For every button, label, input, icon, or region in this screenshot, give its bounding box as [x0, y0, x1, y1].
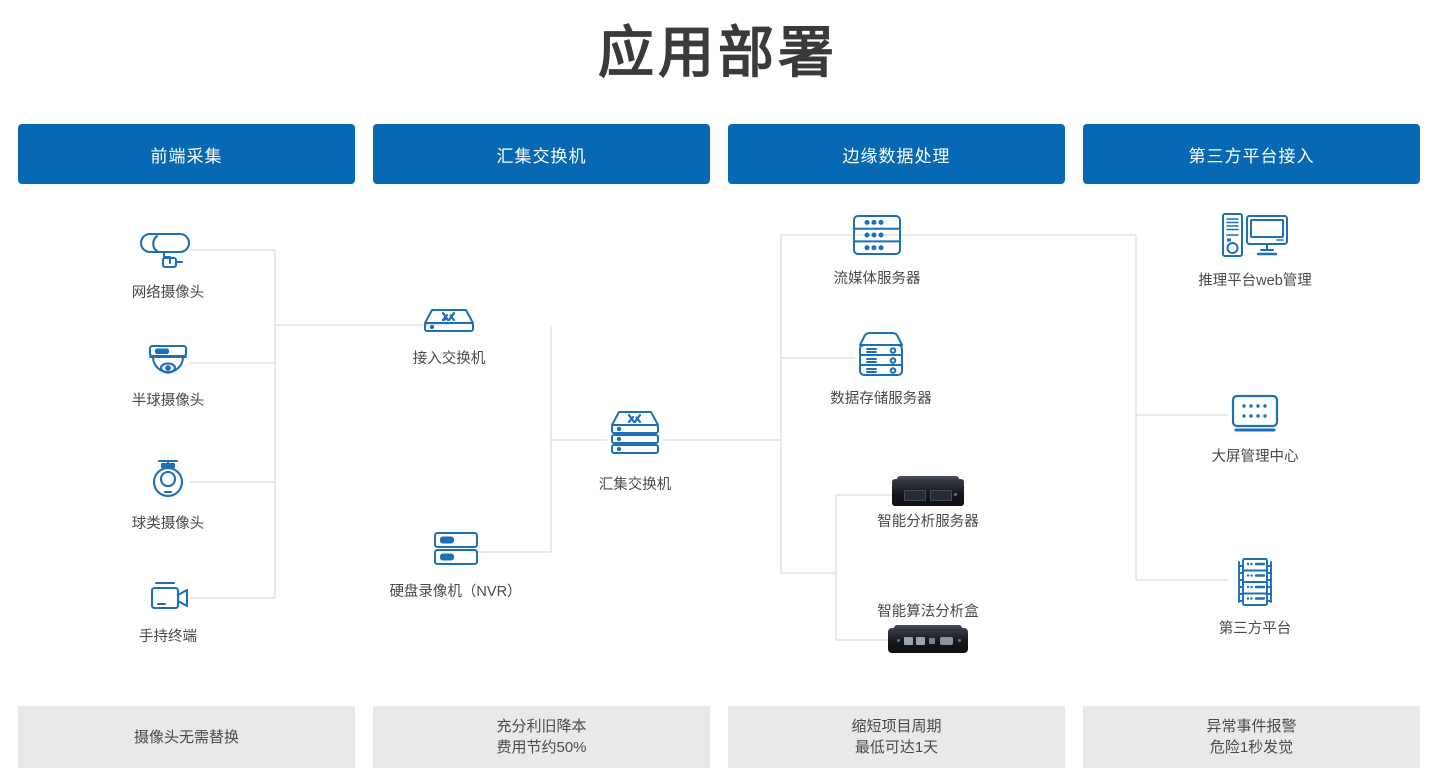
node-label: 接入交换机	[412, 351, 486, 367]
node-access-switch[interactable]: 接入交换机	[389, 302, 509, 368]
node-label: 汇集交换机	[598, 477, 672, 493]
node-ptz-camera[interactable]: 球类摄像头	[108, 457, 228, 533]
node-ip-camera[interactable]: 网络摄像头	[108, 226, 228, 302]
node-label: 手持终端	[139, 629, 197, 645]
node-storage-server[interactable]: 数据存储服务器	[820, 330, 942, 408]
column-header-third-party-platform-access: 第三方平台接入	[1083, 124, 1420, 184]
node-video-wall[interactable]: 大屏管理中心	[1190, 392, 1320, 466]
node-label: 数据存储服务器	[830, 391, 932, 407]
node-label: 网络摄像头	[131, 285, 205, 301]
footer-line: 充分利旧降本	[496, 718, 587, 735]
node-label: 第三方平台	[1218, 621, 1292, 637]
node-analysis-server[interactable]: 智能分析服务器	[862, 474, 994, 531]
desktop-pc-icon	[1186, 210, 1324, 265]
video-wall-icon	[1190, 392, 1320, 441]
node-label: 智能算法分析盒	[877, 604, 979, 620]
node-label: 流媒体服务器	[833, 271, 921, 287]
node-handheld-terminal[interactable]: 手持终端	[108, 578, 228, 646]
analysis-box-photo-icon	[862, 625, 994, 653]
footer-line: 最低可达1天	[854, 739, 939, 756]
analysis-server-photo-icon	[862, 474, 994, 506]
footer-line: 费用节约50%	[496, 739, 587, 756]
page-title: 应用部署	[598, 21, 838, 84]
footer-benefit-2: 充分利旧降本 费用节约50%	[373, 706, 710, 768]
dome-camera-icon	[108, 342, 228, 385]
footer-line: 异常事件报警	[1206, 718, 1297, 735]
node-nvr[interactable]: 硬盘录像机（NVR）	[383, 529, 528, 601]
node-dome-camera[interactable]: 半球摄像头	[108, 342, 228, 410]
node-web-platform[interactable]: 推理平台web管理	[1186, 210, 1324, 290]
nvr-icon	[383, 529, 528, 576]
node-analysis-box[interactable]: 智能算法分析盒	[862, 600, 994, 653]
stacked-switch-icon	[575, 408, 695, 469]
column-header-aggregation-switch: 汇集交换机	[373, 124, 710, 184]
node-label: 大屏管理中心	[1211, 449, 1299, 465]
footer-benefit-4: 异常事件报警 危险1秒发觉	[1083, 706, 1420, 768]
footer-line: 危险1秒发觉	[1209, 739, 1294, 756]
node-third-party-platform[interactable]: 第三方平台	[1190, 556, 1320, 638]
node-label: 硬盘录像机（NVR）	[389, 584, 522, 600]
column-header-edge-data-processing: 边缘数据处理	[728, 124, 1065, 184]
storage-server-icon	[820, 330, 942, 383]
node-streaming-server[interactable]: 流媒体服务器	[817, 212, 937, 288]
camcorder-icon	[108, 578, 228, 621]
node-aggregation-switch[interactable]: 汇集交换机	[575, 408, 695, 494]
server-rack-icon	[1190, 556, 1320, 613]
switch-icon	[389, 302, 509, 343]
bullet-camera-icon	[108, 226, 228, 277]
rack-server-icon	[817, 212, 937, 263]
footer-line: 缩短项目周期	[851, 718, 942, 735]
node-label: 智能分析服务器	[877, 514, 979, 530]
node-label: 球类摄像头	[131, 516, 205, 532]
footer-benefit-3: 缩短项目周期 最低可达1天	[728, 706, 1065, 768]
footer-benefit-1: 摄像头无需替换	[18, 706, 355, 768]
ptz-camera-icon	[108, 457, 228, 508]
footer-line: 摄像头无需替换	[133, 728, 239, 746]
node-label: 半球摄像头	[131, 393, 205, 409]
node-label: 推理平台web管理	[1198, 273, 1312, 289]
column-header-front-end-capture: 前端采集	[18, 124, 355, 184]
